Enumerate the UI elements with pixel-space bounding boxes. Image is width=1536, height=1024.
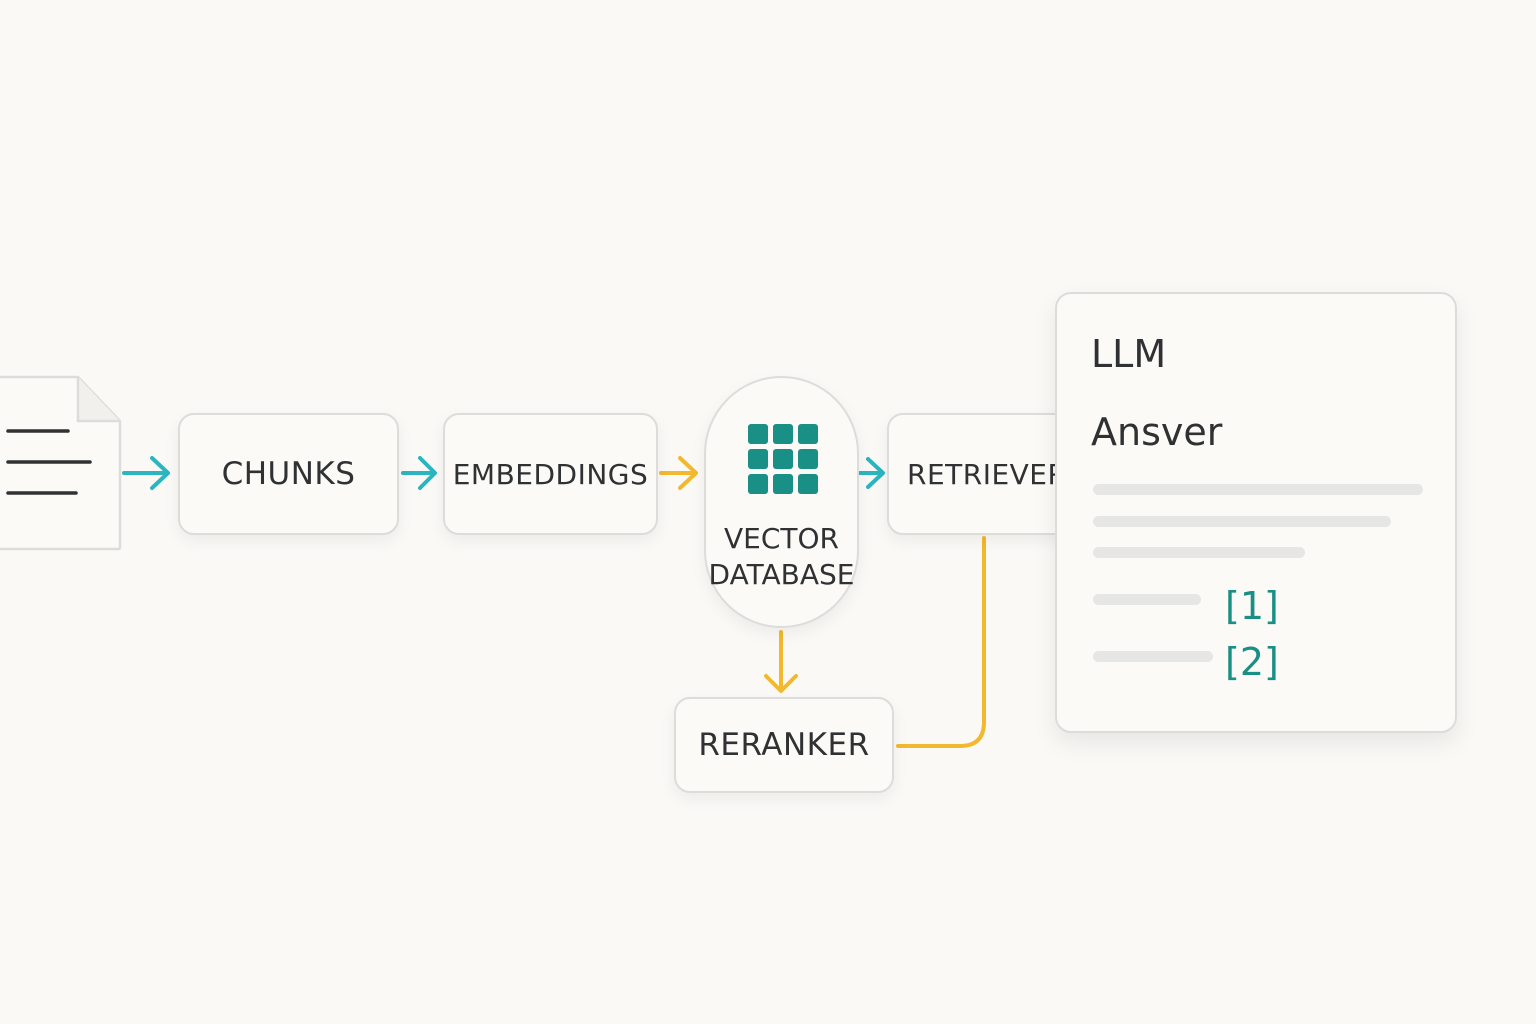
- embeddings-node: EMBEDDINGS: [443, 413, 658, 535]
- answer-text-line: [1093, 484, 1423, 495]
- answer-heading: Ansver: [1091, 410, 1223, 454]
- arrow-chunks-to-embeddings: [401, 456, 437, 490]
- arrow-vectordb-to-reranker: [764, 630, 798, 693]
- document-icon: [0, 375, 122, 551]
- citation-1: [1]: [1225, 584, 1279, 628]
- vector-db-label-line2: DATABASE: [708, 558, 855, 591]
- vector-db-label-line1: VECTOR: [724, 522, 839, 555]
- citation-text-line: [1093, 594, 1201, 605]
- llm-title: LLM: [1091, 332, 1167, 376]
- reranker-node: RERANKER: [674, 697, 894, 793]
- retriever-label: RETRIEVER: [907, 457, 1068, 491]
- llm-answer-card: LLM Ansver [1] [2]: [1055, 292, 1457, 733]
- citation-text-line: [1093, 651, 1213, 662]
- vector-database-node: VECTOR DATABASE: [704, 376, 859, 628]
- arrow-vectordb-to-retriever: [857, 457, 885, 489]
- grid-icon: [748, 424, 818, 498]
- answer-text-line: [1093, 516, 1391, 527]
- chunks-node: CHUNKS: [178, 413, 399, 535]
- arrow-doc-to-chunks: [122, 456, 170, 490]
- arrow-embeddings-to-vectordb: [659, 456, 698, 490]
- citation-2: [2]: [1225, 640, 1279, 684]
- answer-text-line: [1093, 547, 1305, 558]
- connector-reranker-to-retriever: [896, 536, 986, 748]
